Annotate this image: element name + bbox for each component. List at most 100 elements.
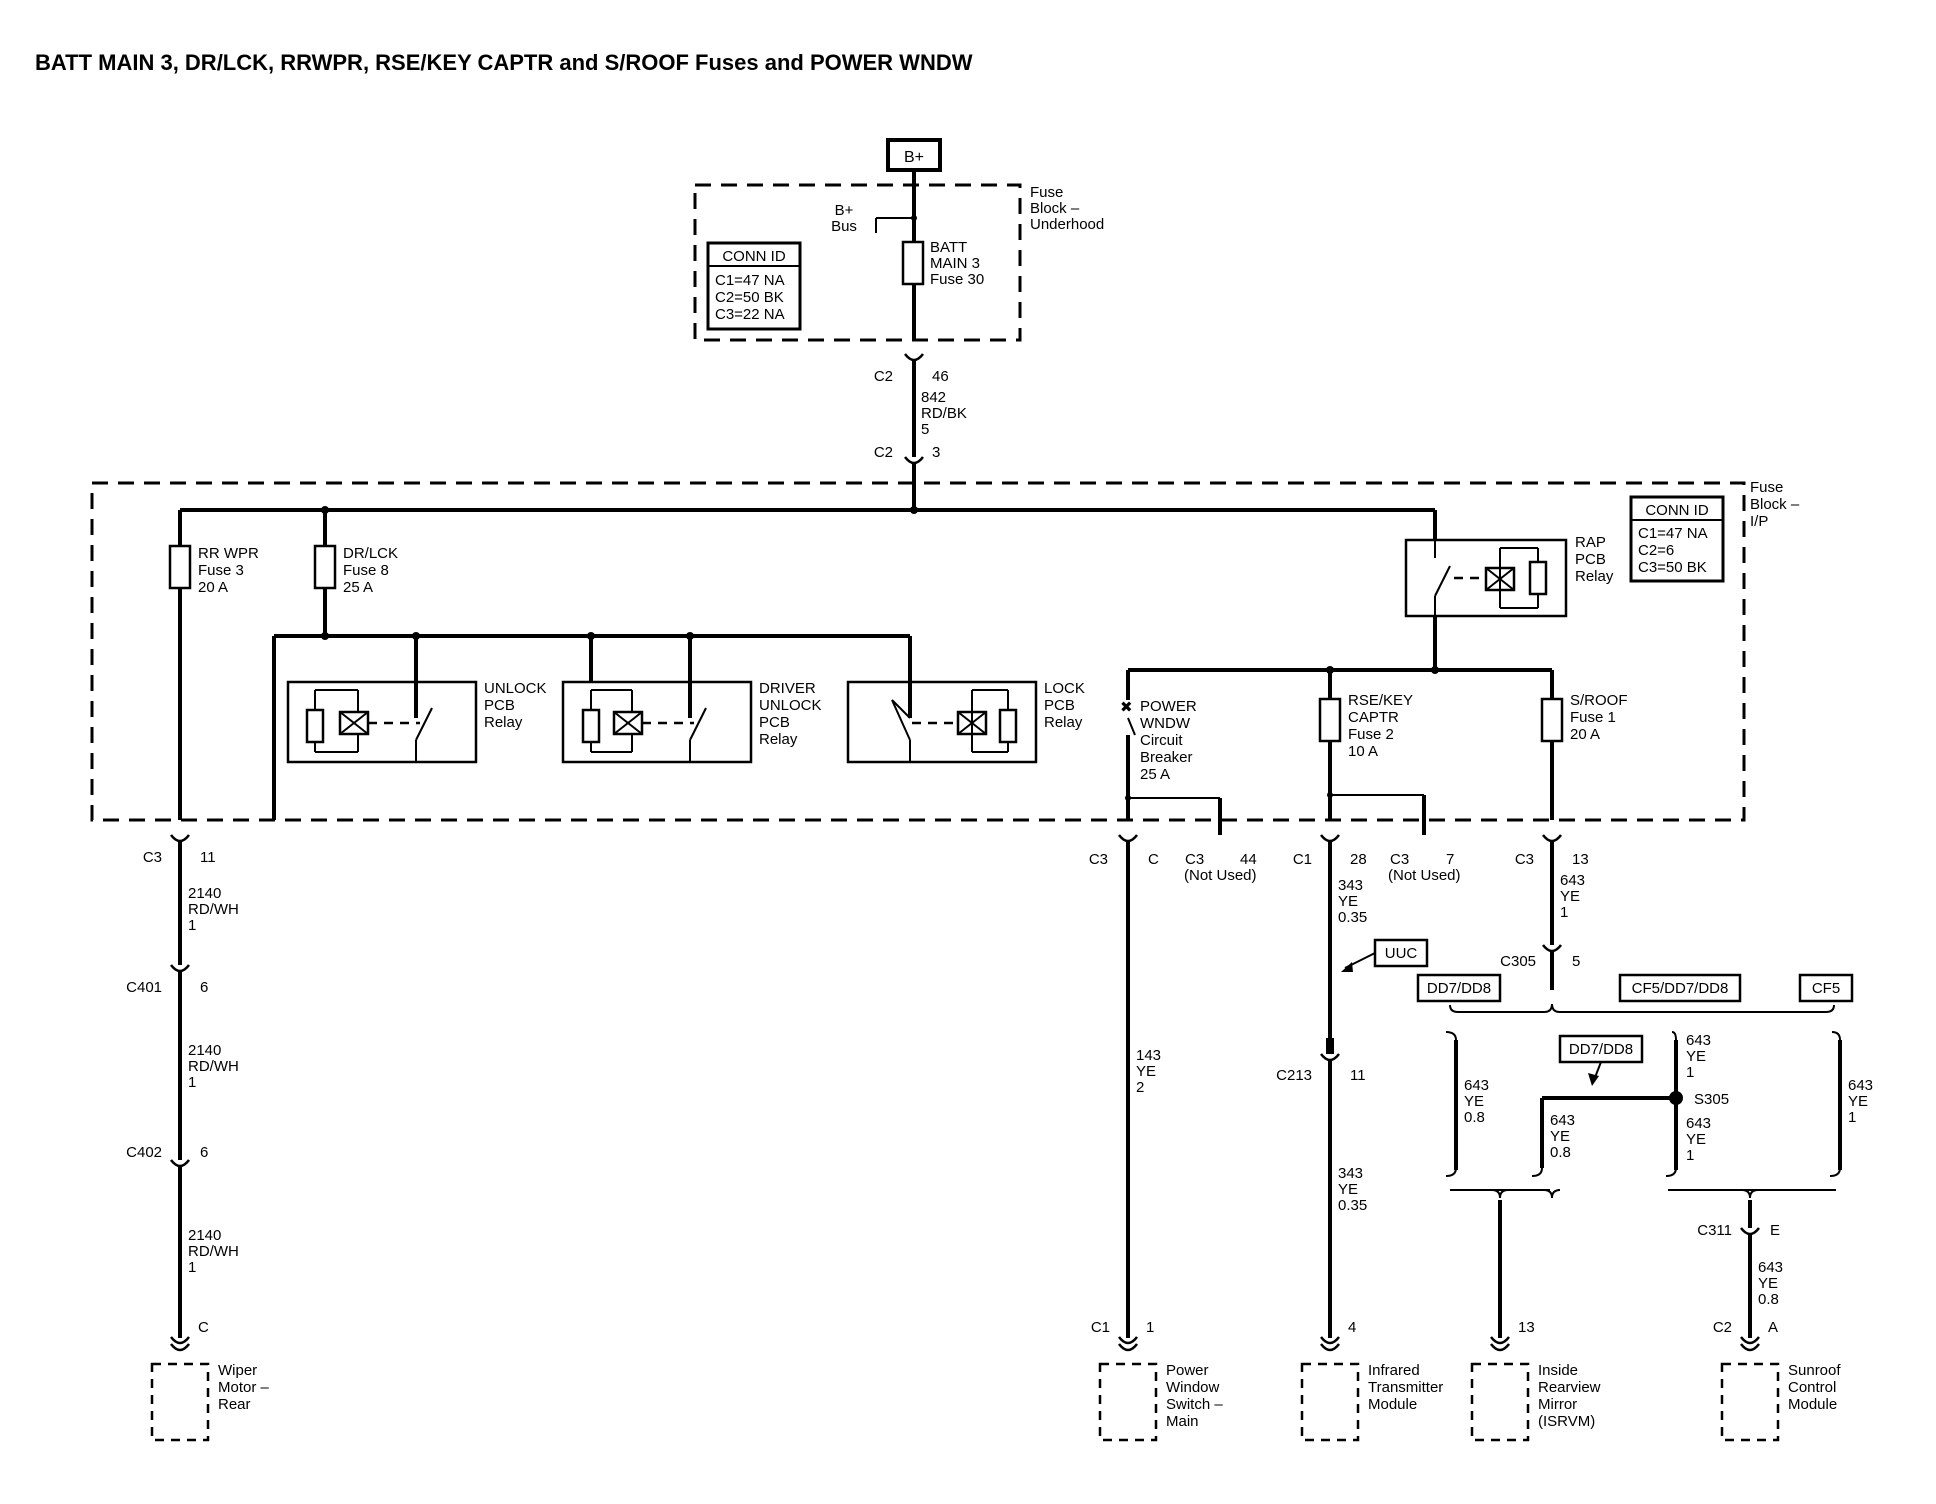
wire-label: 2140 [188, 1227, 221, 1244]
option-tag [1416, 973, 1502, 1003]
device-label: Main [1166, 1413, 1199, 1430]
device-label: Transmitter [1368, 1379, 1443, 1396]
connector-name: C1 [1091, 1319, 1110, 1336]
conn-id-title: CONN ID [1645, 502, 1709, 519]
lock-relay [846, 680, 1038, 764]
underhood-label-1: Fuse [1030, 184, 1063, 201]
wire-label: 1 [1560, 904, 1568, 921]
device-label: Wiper [218, 1362, 257, 1379]
unlock-relay [286, 680, 478, 764]
rr-wpr-fuse-icon [168, 544, 192, 590]
breaker-label: Breaker [1140, 749, 1193, 766]
wire-label: 1 [188, 1259, 196, 1276]
device-label: Switch – [1166, 1396, 1223, 1413]
batt-fuse-label-1: BATT [930, 239, 967, 256]
wire-label: RD/WH [188, 1243, 239, 1260]
device-label: Rear [218, 1396, 251, 1413]
sunroof-module-component [1720, 1362, 1780, 1442]
conn-id-row: C1=47 NA [715, 272, 785, 289]
lock-relay-label: Relay [1044, 714, 1083, 731]
feed-wire-label: RD/BK [921, 405, 967, 422]
connector-name: C3 [1515, 851, 1534, 868]
connector-name: C3 [1089, 851, 1108, 868]
rap-relay-label: Relay [1575, 568, 1614, 585]
driver-unlock-relay [561, 680, 753, 764]
conn-id-row: C2=6 [1638, 542, 1674, 559]
wire-label: 343 [1338, 877, 1363, 894]
connector-pin: 5 [1572, 953, 1580, 970]
conn-id-row: C1=47 NA [1638, 525, 1708, 542]
unlock-relay-label: Relay [484, 714, 523, 731]
power-window-switch-component [1098, 1362, 1158, 1442]
connector-name: C3 [143, 849, 162, 866]
sroof-label: Fuse 1 [1570, 709, 1616, 726]
not-used-note: (Not Used) [1184, 867, 1257, 884]
rr-wpr-label: Fuse 3 [198, 562, 244, 579]
wire-label: 643 [1560, 872, 1585, 889]
connector-pin: E [1770, 1222, 1780, 1239]
device-label: Power [1166, 1362, 1209, 1379]
rse-key-label: RSE/KEY [1348, 692, 1413, 709]
option-label: UUC [1385, 945, 1418, 962]
device-label: Motor – [218, 1379, 270, 1396]
device-label: Window [1166, 1379, 1220, 1396]
wire-label: 1 [188, 917, 196, 934]
underhood-label-2: Block – [1030, 200, 1080, 217]
sroof-label: S/ROOF [1570, 692, 1628, 709]
sroof-label: 20 A [1570, 726, 1600, 743]
driver-unlock-label: DRIVER [759, 680, 816, 697]
wire-label: YE [1686, 1048, 1706, 1065]
wire-label: 0.8 [1758, 1291, 1779, 1308]
option-tag [1798, 973, 1854, 1003]
rse-key-label: CAPTR [1348, 709, 1399, 726]
wiper-circuit: C3 11 2140 RD/WH 1 C401 6 2140 RD/WH 1 C… [126, 833, 270, 1442]
conn-id-row: C3=50 BK [1638, 559, 1707, 576]
unlock-relay-label: PCB [484, 697, 515, 714]
device-label: Sunroof [1788, 1362, 1841, 1379]
conn-id-row: C3=22 NA [715, 306, 785, 323]
driver-unlock-label: UNLOCK [759, 697, 822, 714]
dr-lck-label: DR/LCK [343, 545, 398, 562]
connector-pin: 7 [1446, 851, 1454, 868]
wire-label: 643 [1550, 1112, 1575, 1129]
option-tag [1373, 938, 1429, 968]
unlock-relay-label: UNLOCK [484, 680, 547, 697]
connector-name: C2 [1713, 1319, 1732, 1336]
c2-46-pin: 46 [932, 368, 949, 385]
wire-label: 0.35 [1338, 909, 1367, 926]
wire-label: YE [1550, 1128, 1570, 1145]
device-label: Inside [1538, 1362, 1578, 1379]
battery-symbol: B+ [886, 138, 942, 172]
splice-label: S305 [1694, 1091, 1729, 1108]
breaker-x-icon: ✖ [1120, 699, 1133, 716]
ip-label-2: Block – [1750, 496, 1800, 513]
wire-label: YE [1136, 1063, 1156, 1080]
rap-relay-label: PCB [1575, 551, 1606, 568]
option-tag [1558, 1034, 1644, 1064]
conn-id-title: CONN ID [722, 248, 786, 265]
conn-id-underhood: CONN ID C1=47 NA C2=50 BK C3=22 NA [706, 241, 802, 331]
device-label: Infrared [1368, 1362, 1420, 1379]
connector-name: C3 [1390, 851, 1409, 868]
wire-label: YE [1338, 893, 1358, 910]
wire-label: 0.8 [1464, 1109, 1485, 1126]
connector-name: C305 [1500, 953, 1536, 970]
batt-fuse-label-2: MAIN 3 [930, 255, 980, 272]
ip-label-1: Fuse [1750, 479, 1783, 496]
connector-pin: 28 [1350, 851, 1367, 868]
wire-label: 1 [188, 1074, 196, 1091]
feed-wire-label: 842 [921, 389, 946, 406]
connector-pin: C [1148, 851, 1159, 868]
connector-pin: 11 [1350, 1067, 1366, 1084]
not-used-note: (Not Used) [1388, 867, 1461, 884]
arrow-icon [1341, 962, 1353, 972]
batt-fuse-label-3: Fuse 30 [930, 271, 984, 288]
connector-pin: 4 [1348, 1319, 1356, 1336]
wire-label: 1 [1686, 1064, 1694, 1081]
rse-key-fuse-icon [1318, 697, 1342, 743]
ip-label-3: I/P [1750, 513, 1768, 530]
rse-key-label: 10 A [1348, 743, 1378, 760]
connector-c2-3 [903, 455, 925, 465]
wire-label: YE [1848, 1093, 1868, 1110]
connector-pin: 6 [200, 1144, 208, 1161]
